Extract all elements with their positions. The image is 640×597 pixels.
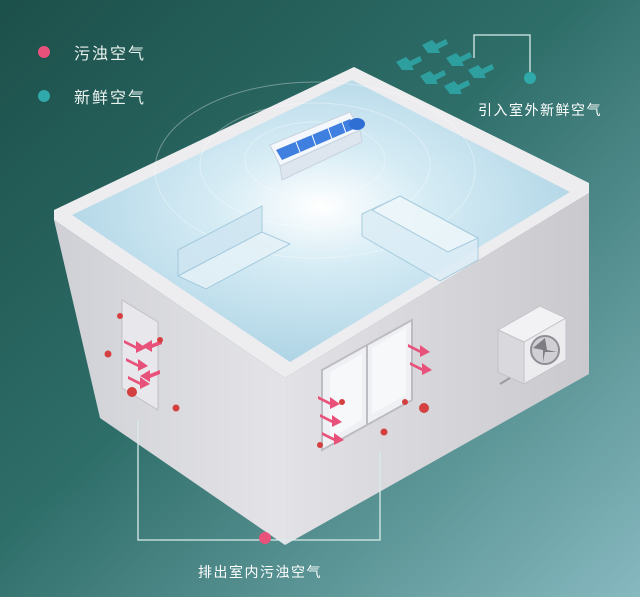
- pollutant-particles: [104, 313, 429, 448]
- legend-label-polluted: 污浊空气: [74, 44, 147, 63]
- legend-item-fresh: 新鲜空气: [38, 84, 146, 108]
- fresh-air-dot: [38, 90, 50, 102]
- legend-label-fresh: 新鲜空气: [74, 88, 147, 107]
- intake-label: 引入室外新鲜空气: [478, 103, 602, 119]
- air-conditioner-icon: [269, 111, 365, 181]
- room-floor: [72, 80, 570, 362]
- door: [121, 299, 159, 411]
- intake-callout-dot: [524, 72, 536, 84]
- fresh-air-intake-arrows: [396, 39, 494, 94]
- cabinet-icon: [176, 205, 292, 290]
- polluted-air-exhaust-arrows: [124, 340, 432, 445]
- window: [321, 318, 413, 452]
- legend-item-polluted: 污浊空气: [38, 40, 146, 64]
- exhaust-callout-dot: [259, 532, 271, 544]
- right-wall: [285, 193, 589, 545]
- airflow-ripples: [154, 81, 476, 259]
- left-wall: [54, 220, 285, 545]
- polluted-air-dot: [38, 46, 50, 58]
- outdoor-unit-icon: [496, 305, 568, 385]
- sofa-icon: [361, 195, 480, 282]
- callout-lines: [137, 34, 531, 541]
- exhaust-label: 排出室内污浊空气: [198, 565, 322, 581]
